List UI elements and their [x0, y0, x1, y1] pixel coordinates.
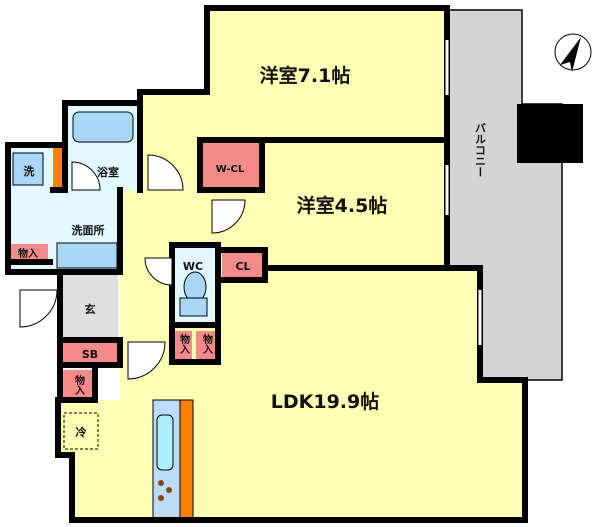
storage-wash-label: 物入 [18, 247, 38, 260]
stove-burner [158, 480, 164, 486]
fridge-label: 冷 [76, 425, 87, 439]
storage-hall-label: 物入 [73, 374, 85, 396]
closet-label: CL [235, 260, 250, 273]
storage-small2 [196, 331, 217, 359]
entrance-label: 玄 [85, 302, 96, 316]
storage-small2-label: 物入 [201, 333, 213, 355]
vanity [56, 242, 118, 269]
bedroom2-label: 洋室4.5帖 [297, 194, 388, 217]
bedroom1-label: 洋室7.1帖 [260, 64, 351, 87]
storage-small1-label: 物入 [178, 333, 190, 355]
walk-in-closet [200, 142, 260, 190]
washer-label: 洗 [24, 164, 35, 178]
bathtub [72, 111, 134, 143]
kitchen-wall-orange [179, 399, 194, 519]
storage-hall [63, 370, 93, 400]
stove-burner [158, 495, 164, 501]
windows [445, 40, 482, 345]
entrance-area [60, 275, 118, 340]
kitchen-sink [156, 414, 174, 471]
bedroom1-floor [140, 8, 447, 190]
structural-column [517, 104, 583, 163]
ldk-label: LDK19.9帖 [271, 390, 379, 413]
wc-label: WC [183, 260, 203, 273]
north-arrow-icon [554, 33, 592, 72]
walk-in-closet-label: W-CL [216, 164, 245, 175]
stove-burner [166, 487, 172, 493]
toilet-tank [179, 297, 208, 317]
washroom-label: 洗面所 [72, 223, 105, 237]
orange-wall [53, 148, 62, 190]
closet [222, 252, 265, 279]
washer-pan [12, 152, 44, 186]
shoe-box-label: SB [82, 348, 98, 361]
door-swings [19, 154, 246, 380]
shoe-box [63, 343, 118, 363]
bath-label: 浴室 [97, 165, 119, 179]
fridge-space [63, 412, 99, 450]
storage-small1 [174, 331, 192, 359]
balcony-label: バルコニー [474, 122, 487, 177]
storage-wash [8, 244, 48, 261]
